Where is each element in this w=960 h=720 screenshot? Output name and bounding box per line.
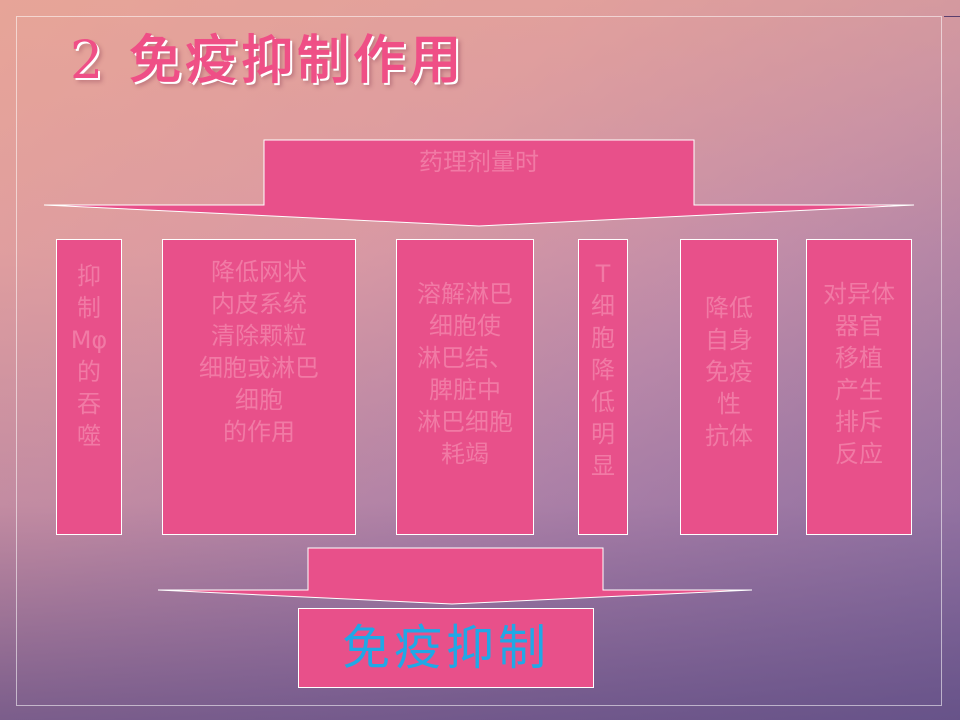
box-transplant-rejection-text: 对异体 器官 移植 产生 排斥 反应 [823,280,895,468]
title-text: 免疫抑制作用 [129,30,466,91]
box-t-cell-text: T 细 胞 降 低 明 显 [591,260,615,480]
box-lymphocyte-lysis-text: 溶解淋巴 细胞使 淋巴结、 脾脏中 淋巴细胞 耗竭 [417,280,513,468]
top-arrow-label: 药理剂量时 [419,148,539,176]
slide-frame [16,16,942,706]
box-inhibit-phagocytosis-text: 抑 制 Mφ 的 吞 噬 [70,262,108,450]
title-number: 2 [70,31,108,91]
box-transplant-rejection: 对异体 器官 移植 产生 排斥 反应 [806,239,912,535]
slide-title: 2 免疫抑制作用 [70,18,465,93]
result-box: 免疫抑制 [298,608,594,688]
box-inhibit-phagocytosis: 抑 制 Mφ 的 吞 噬 [56,239,122,535]
box-autoimmune-antibody-text: 降低 自身 免疫 性 抗体 [705,294,753,450]
corner-mark-top-right [944,16,960,17]
box-reticuloendothelial: 降低网状 内皮系统 清除颗粒 细胞或淋巴 细胞 的作用 [162,239,356,535]
box-reticuloendothelial-text: 降低网状 内皮系统 清除颗粒 细胞或淋巴 细胞 的作用 [199,258,319,446]
box-lymphocyte-lysis: 溶解淋巴 细胞使 淋巴结、 脾脏中 淋巴细胞 耗竭 [396,239,534,535]
box-t-cell: T 细 胞 降 低 明 显 [578,239,628,535]
box-autoimmune-antibody: 降低 自身 免疫 性 抗体 [680,239,778,535]
